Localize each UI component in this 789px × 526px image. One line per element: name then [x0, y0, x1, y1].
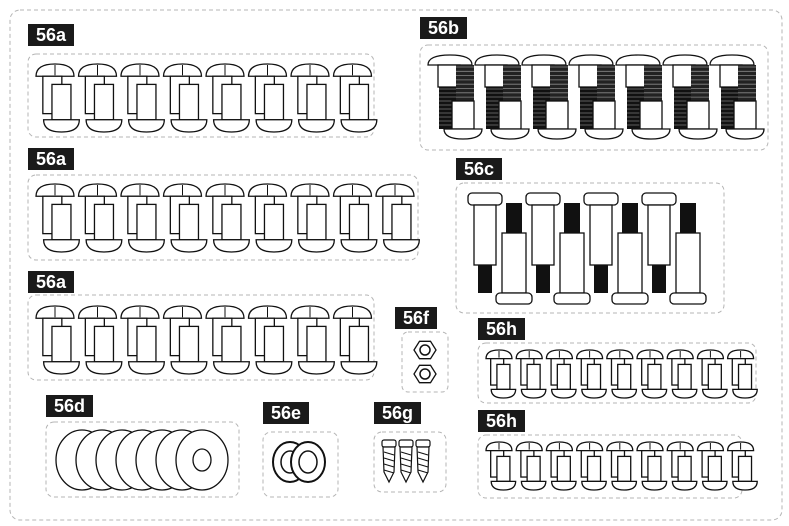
bolt-56b-5: [615, 54, 671, 140]
label-56f: 56f: [395, 307, 438, 329]
screw-56h-1-9: [726, 349, 758, 399]
label-56h-1: 56h: [478, 318, 526, 340]
nut-56f-2: [413, 364, 437, 384]
screw-56h-1-8: [696, 349, 728, 399]
bolt-56b-1: [427, 54, 483, 140]
group-box-56b: [419, 44, 769, 151]
group-box-56d: [45, 421, 240, 498]
screw-56h-2-8: [696, 441, 728, 491]
label-56h-2: 56h: [478, 410, 526, 432]
screw-56h-1-3: [545, 349, 577, 399]
screw-56a-1-4: [162, 63, 208, 133]
group-box-56a-1: [27, 53, 375, 138]
screw-56h-1-4: [575, 349, 607, 399]
group-box-56e: [262, 431, 339, 498]
anchor-56g-1: [381, 439, 397, 484]
bolt-56b-6: [662, 54, 718, 140]
screw-56a-1-2: [77, 63, 123, 133]
label-56g: 56g: [374, 402, 422, 424]
screw-56a-2-7: [290, 183, 335, 253]
group-box-56g: [373, 431, 447, 493]
bolt-56b-7: [709, 54, 765, 140]
screw-56h-1-1: [485, 349, 517, 399]
label-56d: 56d: [46, 395, 94, 417]
group-box-56a-2: [27, 174, 419, 261]
group-box-56f: [401, 331, 449, 393]
screw-56a-1-7: [290, 63, 335, 133]
label-56b: 56b: [420, 17, 468, 39]
nut-56f-1: [413, 340, 437, 360]
screw-56a-1-3: [120, 63, 165, 133]
screw-56h-2-5: [606, 441, 638, 491]
screw-56a-2-2: [77, 183, 123, 253]
screw-56a-1-6: [247, 63, 293, 133]
screw-56h-2-4: [575, 441, 607, 491]
pin-56c-2: [525, 192, 591, 305]
screw-56a-3-2: [77, 305, 123, 375]
pin-56c-1: [467, 192, 533, 305]
screw-56h-2-1: [485, 441, 517, 491]
label-56a-3: 56a: [28, 271, 75, 293]
pin-56c-4: [641, 192, 707, 305]
screw-56a-3-4: [162, 305, 208, 375]
screw-56a-3-7: [290, 305, 335, 375]
screw-56a-2-9: [375, 183, 420, 253]
screw-56a-1-5: [205, 63, 250, 133]
screw-56a-2-8: [332, 183, 378, 253]
screw-56h-2-6: [636, 441, 668, 491]
label-56a-2: 56a: [28, 148, 75, 170]
screw-56a-3-3: [120, 305, 165, 375]
label-56c: 56c: [456, 158, 503, 180]
screw-56a-3-6: [247, 305, 293, 375]
bolt-56b-3: [521, 54, 577, 140]
screw-56h-2-3: [545, 441, 577, 491]
screw-56h-2-7: [666, 441, 698, 491]
screw-56a-2-1: [35, 183, 80, 253]
bolt-56b-2: [474, 54, 530, 140]
label-56a-1: 56a: [28, 24, 75, 46]
screw-56h-2-2: [515, 441, 547, 491]
screw-56h-1-7: [666, 349, 698, 399]
screw-56a-2-4: [162, 183, 208, 253]
screw-56h-1-6: [636, 349, 668, 399]
pin-56c-3: [583, 192, 649, 305]
outer-border: [9, 9, 783, 521]
label-56e: 56e: [263, 402, 310, 424]
anchor-56g-3: [415, 439, 431, 484]
screw-56h-2-9: [726, 441, 758, 491]
screw-56a-1-8: [332, 63, 378, 133]
washer-56d-7: [175, 429, 229, 491]
screw-56a-3-8: [332, 305, 378, 375]
bolt-56b-4: [568, 54, 624, 140]
screw-56a-2-3: [120, 183, 165, 253]
spring-washer-56e-2: [290, 441, 326, 483]
group-box-56a-3: [27, 294, 375, 381]
screw-56a-2-5: [205, 183, 250, 253]
group-box-56c: [455, 182, 725, 314]
anchor-56g-2: [398, 439, 414, 484]
screw-56a-3-5: [205, 305, 250, 375]
group-box-56h-1: [477, 342, 757, 404]
screw-56h-1-2: [515, 349, 547, 399]
screw-56a-2-6: [247, 183, 293, 253]
screw-56h-1-5: [606, 349, 638, 399]
screw-56a-3-1: [35, 305, 80, 375]
screw-56a-1-1: [35, 63, 80, 133]
